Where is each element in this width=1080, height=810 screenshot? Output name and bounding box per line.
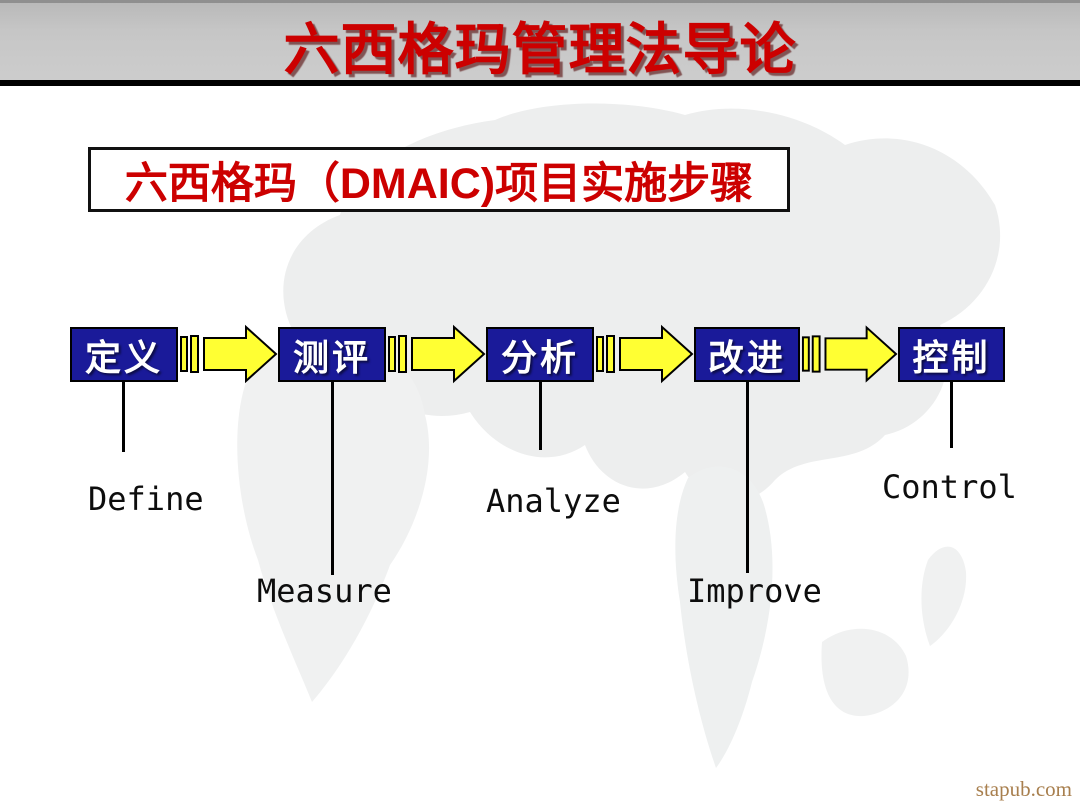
map-peninsula	[675, 466, 773, 768]
flow-arrow-3	[596, 324, 694, 384]
connector-line-measure	[331, 382, 334, 575]
flow-arrow-2	[388, 324, 486, 384]
connector-line-improve	[746, 382, 749, 573]
step-label-improve: Improve	[687, 572, 822, 610]
step-label-control: Control	[882, 468, 1017, 506]
title-divider	[0, 80, 1080, 86]
connector-line-control	[950, 382, 953, 448]
map-island-1	[821, 628, 909, 717]
connector-line-define	[122, 382, 125, 452]
subtitle-box: 六西格玛（DMAIC)项目实施步骤	[88, 147, 790, 212]
step-label-define: Define	[88, 480, 204, 518]
step-box-define: 定义	[70, 327, 178, 382]
flow-arrow-1	[180, 324, 278, 384]
map-island-2	[921, 546, 967, 646]
step-box-improve: 改进	[694, 327, 800, 382]
flow-arrow-4	[801, 325, 898, 383]
step-label-measure: Measure	[257, 572, 392, 610]
watermark: stapub.com	[975, 777, 1072, 801]
subtitle-text: 六西格玛（DMAIC)项目实施步骤	[124, 159, 754, 208]
step-label-analyze: Analyze	[486, 482, 621, 520]
slide-title: 六西格玛管理法导论	[283, 18, 797, 81]
step-box-analyze: 分析	[486, 327, 594, 382]
step-box-measure: 测评	[278, 327, 386, 382]
connector-line-analyze	[539, 382, 542, 450]
step-box-control: 控制	[898, 327, 1005, 382]
title-banner: 六西格玛管理法导论	[0, 0, 1080, 83]
